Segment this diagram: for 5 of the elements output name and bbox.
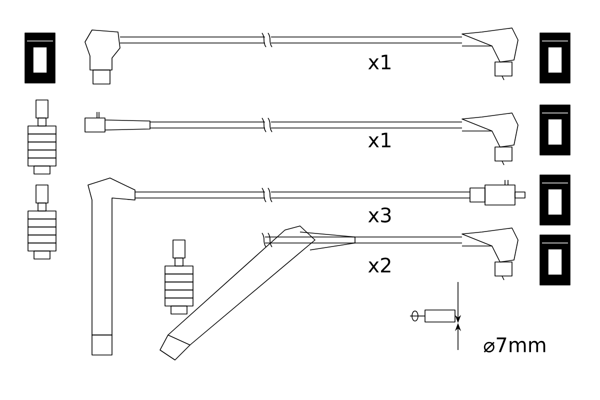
quantity-label: x1 (368, 54, 390, 70)
quantity-label: x3 (368, 207, 391, 223)
quantity-label: x1 (368, 132, 390, 148)
dimension-label: ⌀7mm (484, 338, 546, 352)
quantity-label: x2 (368, 258, 390, 272)
